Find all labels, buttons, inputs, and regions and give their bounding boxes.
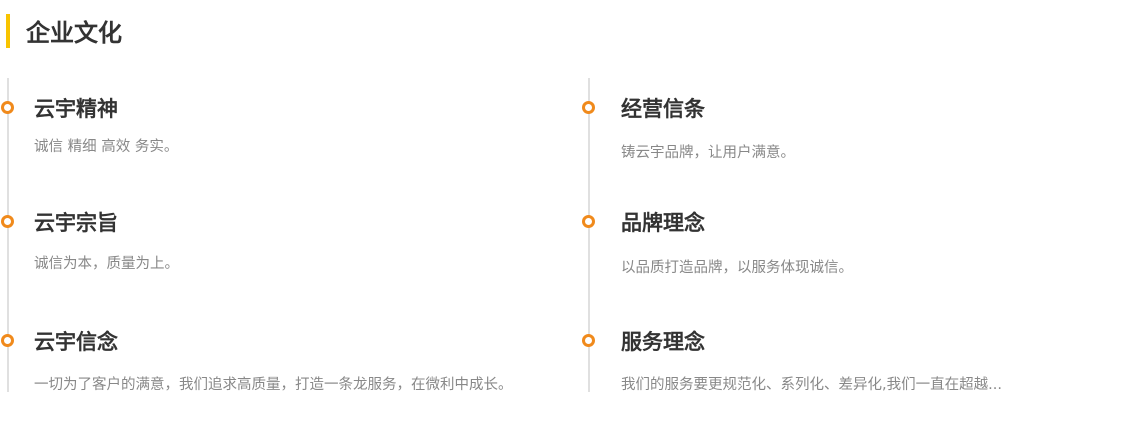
timeline-dot-icon (1, 334, 14, 347)
timeline-dot-icon (1, 101, 14, 114)
timeline-dot-icon (582, 101, 595, 114)
title-accent-bar (6, 14, 10, 48)
timeline-dot-icon (582, 334, 595, 347)
item-desc: 诚信 精细 高效 务实。 (34, 139, 179, 155)
section-title: 企业文化 (26, 19, 122, 47)
item-title: 服务理念 (621, 330, 705, 354)
timeline-line-right (588, 78, 590, 392)
item-desc: 诚信为本，质量为上。 (34, 256, 179, 272)
item-title: 品牌理念 (621, 211, 705, 235)
item-title: 云宇宗旨 (34, 211, 118, 235)
item-desc: 我们的服务要更规范化、系列化、差异化,我们一直在超越... (621, 377, 1002, 393)
item-desc: 铸云宇品牌，让用户满意。 (621, 145, 795, 161)
timeline-line-left (7, 78, 9, 392)
timeline-dot-icon (1, 215, 14, 228)
item-desc: 一切为了客户的满意，我们追求高质量，打造一条龙服务，在微利中成长。 (34, 377, 513, 393)
item-title: 云宇信念 (34, 330, 118, 354)
item-title: 经营信条 (621, 97, 705, 121)
item-desc: 以品质打造品牌，以服务体现诚信。 (621, 260, 853, 276)
item-title: 云宇精神 (34, 97, 118, 121)
timeline-dot-icon (582, 215, 595, 228)
